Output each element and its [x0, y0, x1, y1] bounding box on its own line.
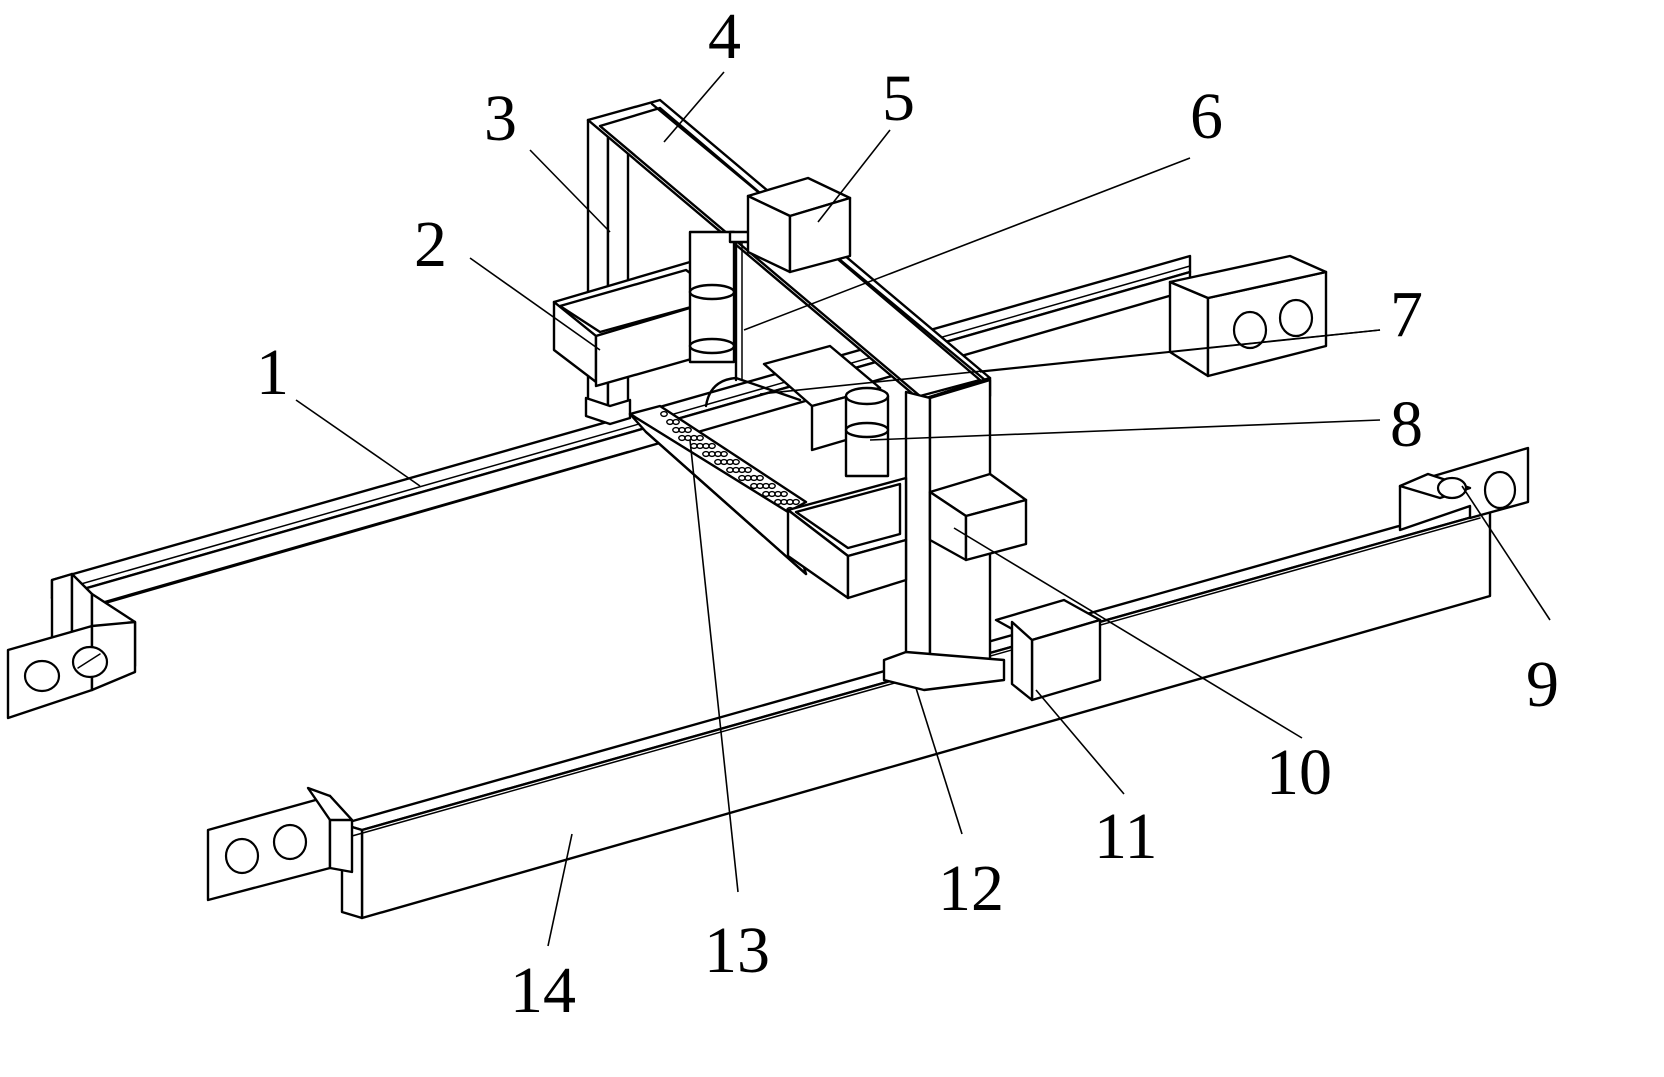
perforation-hole	[738, 474, 746, 482]
label-9: 9	[1526, 648, 1559, 721]
label-3: 3	[484, 82, 517, 155]
bracket-front-left	[206, 786, 354, 902]
label-5: 5	[882, 62, 915, 135]
label-1: 1	[256, 336, 289, 409]
perforation-hole	[678, 434, 686, 442]
perforation-hole	[660, 410, 668, 418]
perforation-hole	[714, 458, 722, 466]
label-13: 13	[704, 914, 770, 987]
label-10: 10	[1266, 736, 1332, 809]
perforation-hole	[774, 498, 782, 506]
motor-top	[746, 176, 852, 274]
label-4: 4	[708, 0, 741, 73]
label-6: 6	[1190, 80, 1223, 153]
perforation-hole	[750, 482, 758, 490]
perforation-hole	[726, 466, 734, 474]
perforation-hole	[672, 426, 680, 434]
label-14: 14	[510, 954, 576, 1027]
leader-lines	[295, 71, 1551, 947]
label-12: 12	[938, 852, 1004, 925]
label-2: 2	[414, 208, 447, 281]
label-8: 8	[1390, 388, 1423, 461]
controller-box	[928, 472, 1028, 562]
label-11: 11	[1094, 800, 1158, 873]
perforation-holes	[660, 410, 818, 530]
perforation-hole	[666, 418, 674, 426]
drive-motor	[994, 598, 1102, 702]
callout-labels: 1 2 3 4 5 6 7 8 9 10 11 12 13 14	[256, 0, 1559, 1027]
label-7: 7	[1390, 278, 1423, 351]
perforated-plate	[628, 404, 818, 576]
perforation-hole	[702, 450, 710, 458]
inner-carriage	[762, 344, 890, 478]
bracket-back-right	[1168, 254, 1328, 378]
cylinder-left	[688, 230, 736, 364]
bracket-back-left	[6, 592, 137, 720]
perforation-hole	[762, 490, 770, 498]
feed-pipe	[704, 230, 802, 408]
hopper-front	[786, 476, 908, 600]
